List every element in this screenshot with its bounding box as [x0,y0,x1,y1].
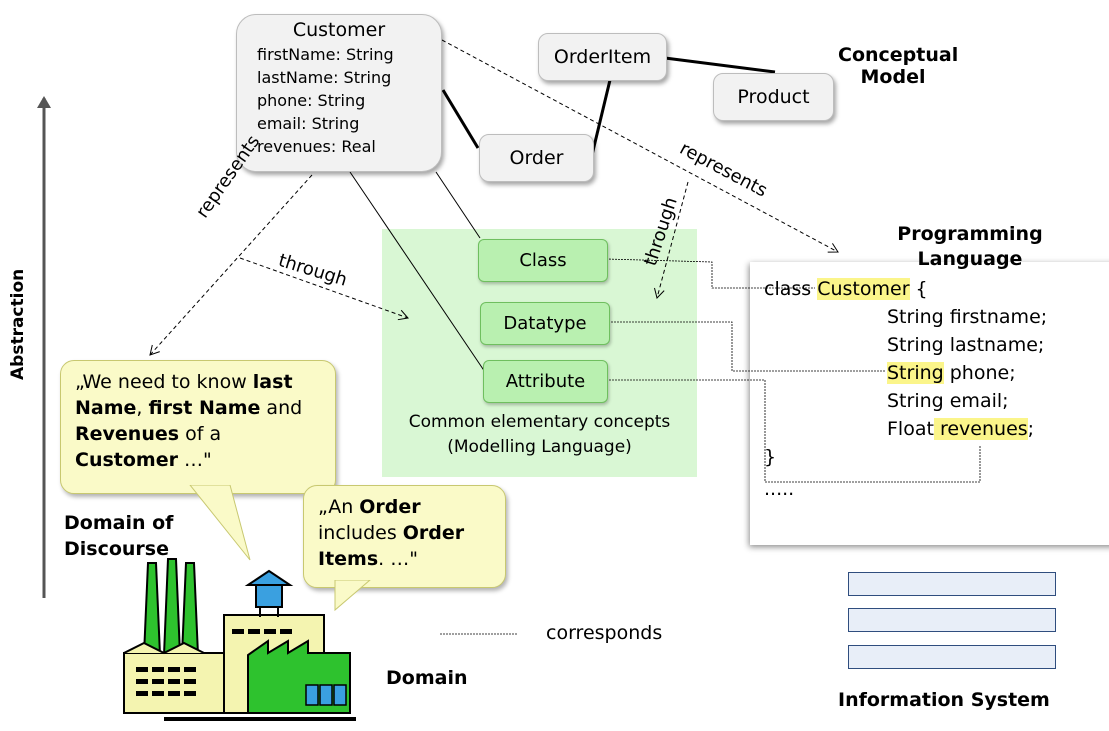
conceptual-heading-line2: Model [860,66,926,88]
code-ellipsis: ..... [764,478,795,500]
callout1-text: of a [179,423,222,445]
code-line-lastname: String lastname; [887,334,1045,356]
corresponds-legend-label: corresponds [546,622,663,644]
callout1-bold: first Name [148,397,261,419]
callout1-text: …" [177,449,212,471]
assoc-orderitem-product [664,56,776,74]
callout1-bold: Customer [75,449,178,471]
conceptual-model-heading: Conceptual Model [838,44,959,88]
callout2-text: includes [318,522,403,544]
callout1-text: , [136,397,149,419]
callout2-text: . …" [378,548,418,570]
modelling-caption: Common elementary concepts (Modelling La… [382,410,697,460]
speech-callout-customer: „We need to know last Name, first Name a… [60,360,336,494]
order-box: Order [479,134,594,182]
abstraction-axis-label: Abstraction [8,268,28,380]
programming-heading-line2: Language [917,248,1023,270]
arrow-through-left [239,257,409,321]
callout2-bold: Order [359,496,421,518]
line-customer-class [435,171,481,239]
callout1-bold: Revenues [75,423,180,445]
callout1-bold: last Name [75,371,293,419]
callout1-text: „We need to know [75,371,253,393]
code-line-email: String email; [887,390,1009,412]
customer-attribute: lastName: String [257,68,392,87]
code-close-brace: } [764,446,777,468]
factory-icon [123,558,356,721]
conceptual-heading-line1: Conceptual [838,44,959,66]
domain-of-discourse-label: Domain of Discourse [64,510,173,562]
code-class-name: Customer [817,278,910,300]
callout2-bold: Order Items [318,522,465,570]
code-class-keyword: class [764,278,818,300]
code-semicolon: ; [1027,418,1035,440]
code-line-phone: String phone; [887,362,1016,384]
correspond-class [605,258,815,289]
information-system-label: Information System [838,689,1050,711]
code-open-brace: { [909,278,928,300]
information-system-bar [848,645,1056,669]
code-panel [750,262,1109,545]
code-class-line: class Customer { [764,278,928,300]
customer-title: Customer [292,19,386,41]
attribute-concept-box: Attribute [483,360,608,403]
customer-attribute: phone: String [257,91,366,110]
domain-label: Domain [386,667,468,689]
correspond-attribute [606,379,981,483]
callout1-tail [189,485,251,561]
modelling-caption-line2: (Modelling Language) [447,437,632,457]
code-line-revenues: Float revenues; [887,418,1034,440]
customer-attribute: email: String [257,114,360,133]
line-customer-attribute [349,171,486,373]
information-system-bar [848,608,1056,632]
customer-attribute: firstName: String [257,45,394,64]
code-line-firstname: String firstname; [887,306,1048,328]
correspond-datatype [608,321,885,372]
arrow-represents-right [441,39,839,253]
callout2-tail [334,580,371,612]
assoc-orderitem-order [590,79,612,156]
discourse-line1: Domain of [64,512,174,534]
class-concept-box: Class [478,239,608,282]
code-float-type: Float [887,418,934,440]
callout2-text: „An [318,496,360,518]
code-phone-rest: phone; [943,362,1016,384]
arrow-represents-left [149,174,313,356]
customer-attribute: revenues: Real [257,137,376,156]
programming-heading-line1: Programming [897,223,1043,245]
arrow-through-right [654,181,689,299]
orderitem-box: OrderItem [538,33,667,81]
customer-class-box: Customer firstName: String lastName: Str… [236,14,442,172]
code-string-type: String [887,362,944,384]
speech-callout-order: „An Order includes Order Items. …" [303,485,506,588]
callout1-text: and [260,397,303,419]
code-revenues-name: revenues [933,418,1028,440]
datatype-concept-box: Datatype [480,302,610,345]
discourse-line2: Discourse [64,538,170,560]
assoc-customer-order [441,89,480,149]
product-box: Product [713,73,834,121]
modelling-caption-line1: Common elementary concepts [408,412,671,432]
programming-language-heading: Programming Language [875,222,1065,272]
information-system-bar [848,572,1056,596]
